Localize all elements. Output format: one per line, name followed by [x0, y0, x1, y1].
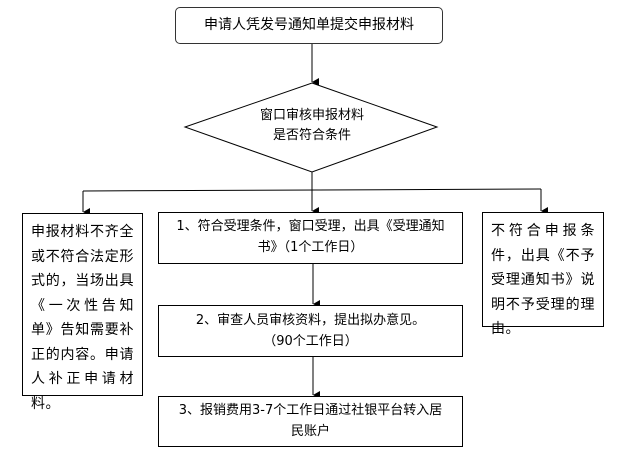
decision-line-2: 是否符合条件 — [272, 128, 351, 143]
reject-incomplete-text: 申报材料不齐全或不符合法定形式的，当场出具《一次性告知单》告知需要补正的内容。申… — [31, 224, 134, 412]
decision-line-1: 窗口审核申报材料 — [259, 108, 364, 123]
reject-ineligible-box: 不符合申报条件，出具《不予受理通知书》说明不予受理的理由。 — [482, 212, 604, 337]
step-3-line-2: 民账户 — [290, 424, 330, 439]
step-3-box: 3、报销费用3-7个工作日通过社银平台转入居 民账户 — [158, 396, 463, 447]
step-3-line-1: 3、报销费用3-7个工作日通过社银平台转入居 — [178, 403, 443, 418]
reject-ineligible-text: 不符合申报条件，出具《不予受理通知书》说明不予受理的理由。 — [491, 223, 595, 337]
connector-horizontal-bus — [82, 188, 542, 192]
step-2-line-2: （90个工作日） — [263, 334, 358, 349]
step-2-line-1: 2、审查人员审核资料，提出拟办意见。 — [195, 313, 426, 328]
step-1-line-1: 1、符合受理条件，窗口受理，出具《受理通知 — [176, 219, 445, 234]
reject-incomplete-box: 申报材料不齐全或不符合法定形式的，当场出具《一次性告知单》告知需要补正的内容。申… — [22, 213, 143, 412]
start-text: 申请人凭发号通知单提交申报材料 — [204, 17, 414, 33]
step-2-box: 2、审查人员审核资料，提出拟办意见。 （90个工作日） — [158, 305, 463, 357]
step-1-box: 1、符合受理条件，窗口受理，出具《受理通知 书》（1个工作日） — [158, 212, 463, 264]
start-box: 申请人凭发号通知单提交申报材料 — [175, 7, 443, 44]
decision-text: 窗口审核申报材料 是否符合条件 — [222, 106, 402, 146]
step-1-line-2: 书》（1个工作日） — [257, 240, 364, 255]
